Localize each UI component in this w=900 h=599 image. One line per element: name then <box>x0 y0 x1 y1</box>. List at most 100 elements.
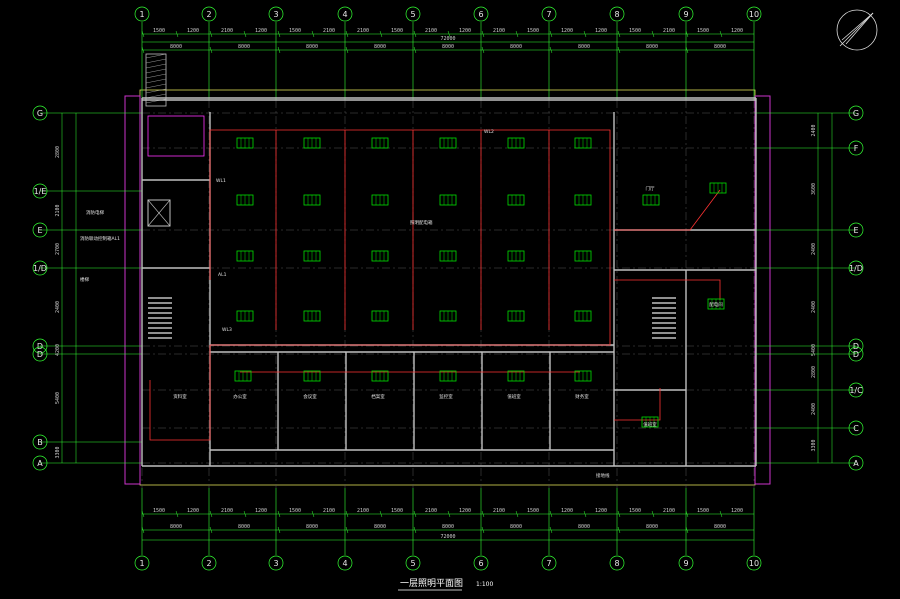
dimension-tick <box>617 46 621 54</box>
shaft-hatch <box>145 53 167 107</box>
dimension-value: 2100 <box>323 28 335 34</box>
dimension-tick <box>277 526 281 534</box>
axis-label-row-left: G <box>37 109 43 118</box>
dimension-value: 1200 <box>255 508 267 514</box>
dimension-value: 2100 <box>357 28 369 34</box>
dimension-value: 2100 <box>425 508 437 514</box>
axis-label-column: 10 <box>749 559 759 568</box>
dimension-tick <box>379 510 383 518</box>
dimension-value: 8000 <box>306 44 318 50</box>
dimension-tick <box>345 510 349 518</box>
note-panel: 消防联动控制箱AL1 <box>80 235 120 242</box>
lift-label: 消防电梯 <box>86 209 104 216</box>
dimension-tick <box>379 30 383 38</box>
axis-bubble-row-right <box>848 105 864 121</box>
luminaire-fixture <box>303 194 321 206</box>
axis-label-row-right: F <box>854 144 859 153</box>
dimension-tick <box>311 30 315 38</box>
axis-bubble-column <box>405 6 421 22</box>
axis-bubble-row-right <box>848 140 864 156</box>
luminaire-fixture <box>507 310 525 322</box>
luminaire-fixture <box>371 370 389 382</box>
east-circuit <box>614 189 721 231</box>
dimension-tick <box>719 510 723 518</box>
dimension-value: 8000 <box>578 524 590 530</box>
row-gridlines <box>40 112 856 464</box>
dimension-value: 8000 <box>510 524 522 530</box>
luminaire-fixture <box>439 310 457 322</box>
axis-bubble-row-right <box>848 382 864 398</box>
west-circuit <box>149 345 211 441</box>
dimension-value: 8000 <box>714 44 726 50</box>
axis-bubble-row-right <box>848 338 864 354</box>
dimension-value: 1200 <box>561 28 573 34</box>
dimension-tick <box>345 526 349 534</box>
dimension-value: 1500 <box>391 508 403 514</box>
luminaire-fixture <box>371 194 389 206</box>
dimension-tick <box>175 510 179 518</box>
dimension-value: 2100 <box>493 508 505 514</box>
axis-label-column: 5 <box>410 10 415 19</box>
hatch-line <box>145 88 167 94</box>
lift-shaft <box>147 199 171 227</box>
main-circuit-loop <box>209 129 611 346</box>
dimension-value: 8000 <box>170 524 182 530</box>
dimension-value: 8000 <box>646 524 658 530</box>
axis-bubble-column <box>268 6 284 22</box>
axis-bubble-column <box>746 555 762 571</box>
dimension-value: 1500 <box>527 508 539 514</box>
column-gridlines <box>141 22 755 555</box>
outline-right <box>754 95 771 485</box>
luminaire-fixture <box>236 137 254 149</box>
axis-bubble-column <box>541 6 557 22</box>
luminaire-fixture <box>236 310 254 322</box>
dimension-value: 2100 <box>357 508 369 514</box>
dimension-value: 1200 <box>459 508 471 514</box>
hatch-line <box>145 73 167 79</box>
axis-label-row-right: 1/D <box>849 264 863 273</box>
axis-bubble-row-right <box>848 420 864 436</box>
room-label: 办公室 <box>233 393 247 400</box>
axis-label-column: 8 <box>614 10 619 19</box>
luminaire-fixture <box>439 137 457 149</box>
luminaire-fixture <box>642 194 660 206</box>
dimension-value: 8000 <box>510 44 522 50</box>
hatch-line <box>145 93 167 99</box>
dimension-tick <box>583 510 587 518</box>
dimension-tick <box>345 30 349 38</box>
dimension-value: 1200 <box>595 28 607 34</box>
dimension-value: 1200 <box>731 508 743 514</box>
dimension-value: 8000 <box>238 524 250 530</box>
dimension-value: 1500 <box>391 28 403 34</box>
luminaire-fixture <box>507 250 525 262</box>
panel-label: AL1 <box>218 272 227 278</box>
axis-label-row-left: 1/D <box>33 264 47 273</box>
dimension-tick <box>413 526 417 534</box>
luminaire-fixture <box>574 250 592 262</box>
axis-bubble-column <box>134 555 150 571</box>
luminaire-fixture <box>303 137 321 149</box>
luminaires <box>234 137 727 428</box>
dimension-value: 1200 <box>187 508 199 514</box>
dimension-tick <box>209 30 213 38</box>
luminaire-fixture <box>439 250 457 262</box>
dimension-tick <box>651 30 655 38</box>
dimension-value-vertical: 2700 <box>55 243 61 255</box>
axis-bubble-column <box>473 555 489 571</box>
dimension-tick <box>277 510 281 518</box>
dimension-value: 1200 <box>561 508 573 514</box>
axis-label-column: 1 <box>139 559 144 568</box>
axis-bubble-column <box>337 555 353 571</box>
dimension-tick <box>413 46 417 54</box>
axis-label-column: 6 <box>478 10 483 19</box>
dimension-value: 8000 <box>714 524 726 530</box>
dimension-value-vertical: 3300 <box>811 439 817 451</box>
axis-label-column: 5 <box>410 559 415 568</box>
axis-bubble-row-right <box>848 260 864 276</box>
dimension-total-value: 72000 <box>440 534 455 540</box>
hatch-line <box>145 53 167 59</box>
dimension-tick <box>243 30 247 38</box>
dimension-tick <box>583 30 587 38</box>
dimension-tick <box>685 526 689 534</box>
